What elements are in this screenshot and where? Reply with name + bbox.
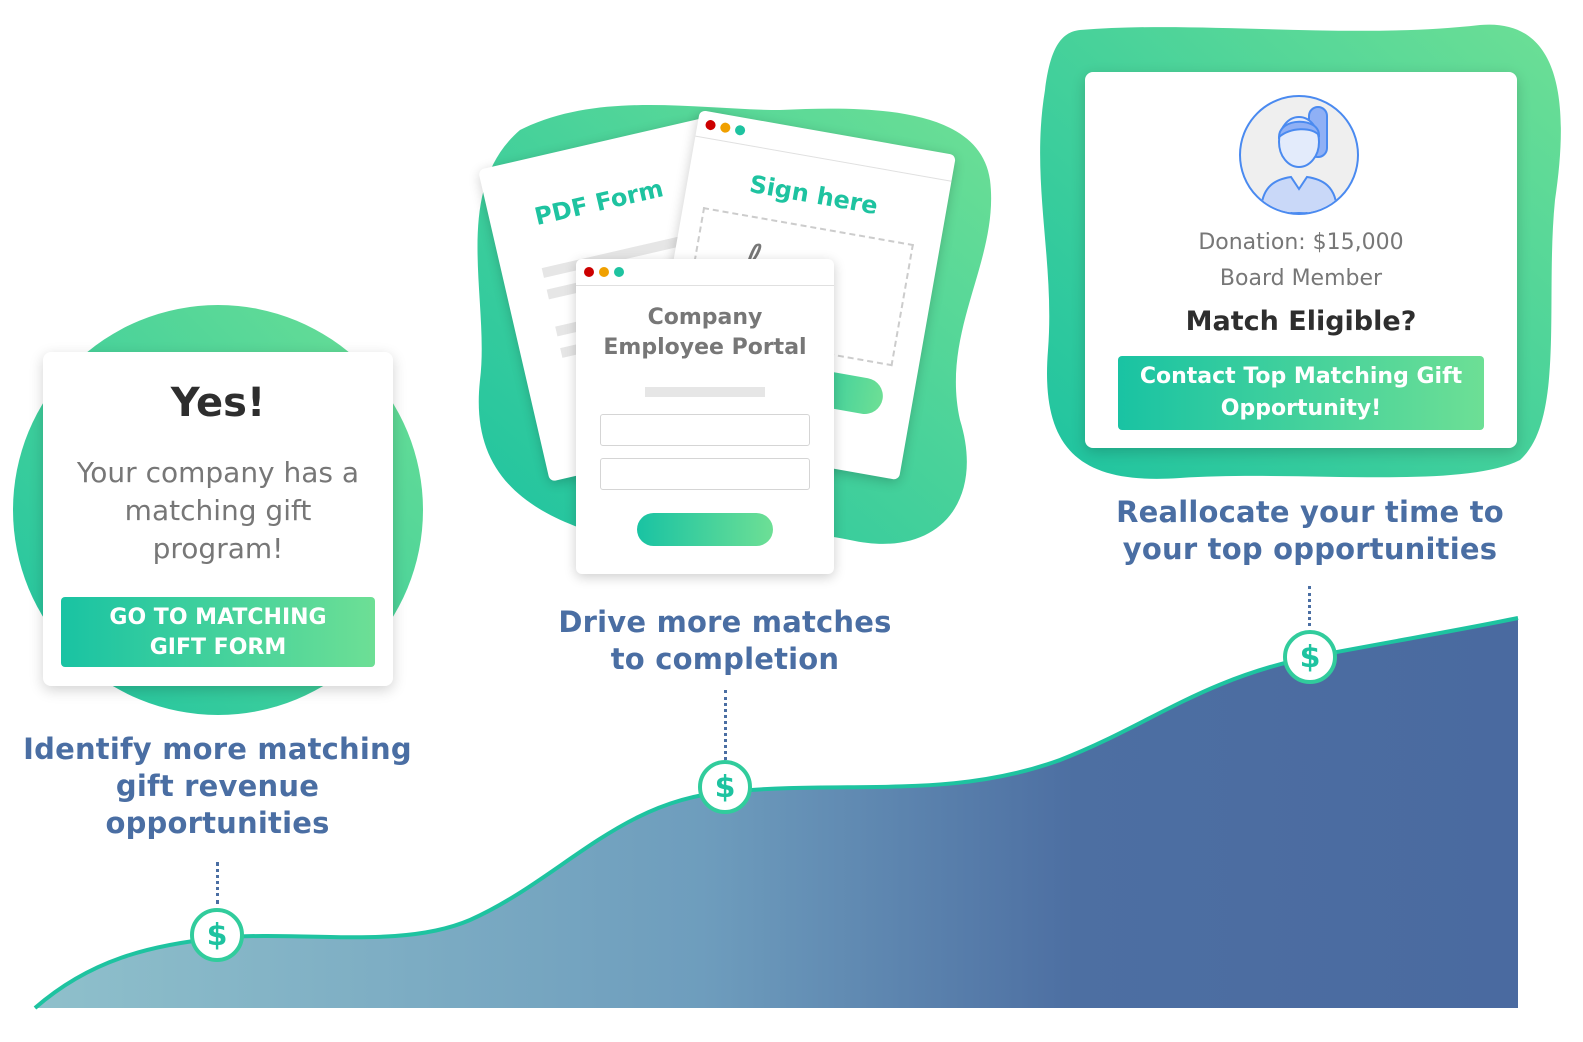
placeholder-line [645,387,765,397]
password-input[interactable] [600,458,810,490]
donation-amount: Donation: $15,000 [1198,230,1404,255]
step2-headline: Drive more matches to completion [558,605,892,676]
donor-profile-card: Donation: $15,000 Board Member Match Eli… [1085,72,1517,448]
employee-portal-window: Company Employee Portal [576,259,834,574]
result-title: Yes! [170,380,266,426]
pdf-form-label: PDF Form [531,174,666,232]
window-controls [576,259,834,285]
go-to-matching-gift-form-button[interactable]: GO TO MATCHING GIFT FORM [61,597,375,667]
donor-role: Board Member [1219,266,1383,291]
person-icon [1259,106,1339,213]
dollar-icon: $ [1283,630,1337,684]
step1-headline: Identify more matching gift revenue oppo… [23,732,412,840]
dollar-icon: $ [698,760,752,814]
dollar-icon: $ [190,908,244,962]
donor-avatar [1239,95,1359,215]
step3-connector [1308,586,1311,626]
matching-gift-result-card: Yes! Your company has a matching gift pr… [43,352,393,686]
contact-opportunity-button[interactable]: Contact Top Matching Gift Opportunity! [1118,356,1484,430]
match-eligible-question: Match Eligible? [1185,306,1417,337]
result-body: Your company has a matching gift program… [76,456,360,565]
sign-here-label: Sign here [747,170,881,221]
username-input[interactable] [600,414,810,446]
step2-connector [724,690,727,760]
login-button[interactable] [637,513,773,546]
step3-headline: Reallocate your time to your top opportu… [1116,495,1504,566]
step1-connector [216,862,219,904]
portal-title: Company Employee Portal [603,305,807,360]
